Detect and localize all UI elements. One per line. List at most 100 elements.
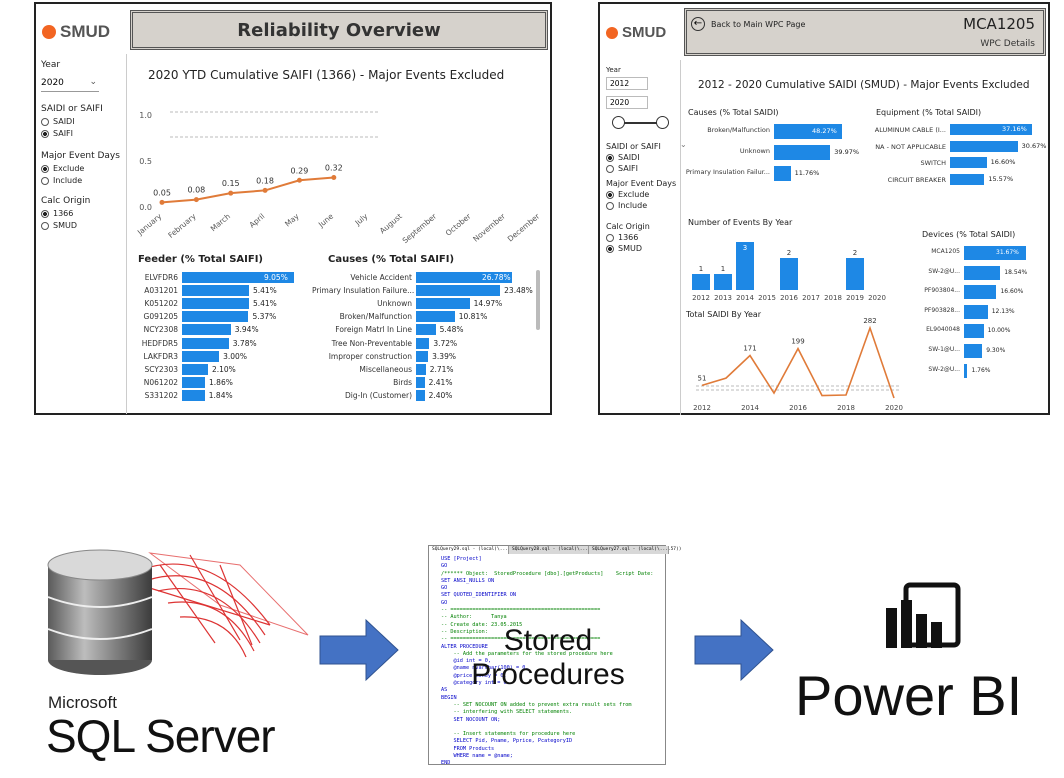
bar-label: Broken/Malfunction [707,126,770,134]
bar-label: G091205 [143,312,178,322]
slider-handle-left[interactable] [612,116,625,129]
bar-label: NA - NOT APPLICABLE [875,142,946,151]
x-tick-label: September [401,211,439,245]
smud-logo-icon [42,25,56,39]
causes-chart-title: Causes (% Total SAIFI) [328,254,455,265]
major-option-include[interactable]: Include [606,201,647,210]
data-label: 1 [721,265,725,273]
scrollbar[interactable] [536,270,540,330]
y-tick-label: 0.5 [139,157,152,166]
x-tick-label: 2017 [802,294,820,302]
data-point [296,177,302,183]
bar-label: Primary Insulation Failure... [312,286,415,296]
calc-option-smud-label: SMUD [53,221,77,230]
feeder-chart-title: Feeder (% Total SAIFI) [138,254,263,265]
x-tick-label: 2012 [692,294,710,302]
editor-tab[interactable]: SQLQuery28.sql - (local)\....60)) [509,546,601,554]
wpc-details-panel: SMUD ← Back to Main WPC Page MCA1205 WPC… [598,2,1050,415]
major-option-include-label: Include [53,176,83,185]
back-arrow-icon: ← [691,17,705,31]
x-tick-label: July [353,211,370,228]
code-line: -- interfering with SELECT statements. [441,709,573,716]
year-from-input[interactable]: 2012 [606,77,648,90]
bar-label: Foreign Matrl In Line [335,325,412,335]
data-label: 1 [699,265,703,273]
x-tick-label: April [247,212,266,230]
page-title-box: Reliability Overview [130,10,548,50]
bar-label: SWITCH [920,159,947,167]
bar [182,324,231,336]
code-line: SET QUOTED_IDENTIFIER ON [441,592,516,599]
year-from-value: 2012 [610,79,630,88]
radio-selected-icon [41,164,49,173]
code-line: GO [441,599,448,606]
metric-option-saifi[interactable]: SAIFI [41,129,73,138]
bar-label: Tree Non-Preventable [331,338,412,348]
code-line [441,724,661,731]
bar [182,298,249,310]
data-label: 23.48% [504,286,533,296]
major-option-include[interactable]: Include [41,176,82,185]
bar [416,350,429,362]
calc-option-1366[interactable]: 1366 [41,209,73,218]
radio-icon [606,164,614,173]
data-label: 2.71% [429,364,454,374]
year-dropdown[interactable]: 2020 ⌄ [41,76,99,92]
data-label: 3 [743,244,747,252]
wpc-subtitle: WPC Details [980,39,1035,49]
year-to-input[interactable]: 2020 [606,96,648,109]
code-line: AS [441,687,448,694]
bar [964,363,968,378]
major-option-exclude[interactable]: Exclude [41,164,84,173]
major-option-exclude[interactable]: Exclude [606,190,649,199]
x-tick-label: June [316,211,335,229]
series-line [701,325,895,399]
back-button[interactable]: ← Back to Main WPC Page [691,17,805,31]
metric-option-saidi[interactable]: SAIDI [606,153,640,162]
x-tick-label: 2020 [885,404,903,412]
major-option-exclude-label: Exclude [53,164,85,173]
bar [950,140,1018,152]
data-label: 3.72% [433,338,458,348]
events-year-title: Number of Events By Year [688,218,793,227]
equipment-saidi-bar-chart: ALUMINUM CABLE (I...37.16%NA - NOT APPLI… [874,124,1048,194]
stored-label-line1: Stored [503,624,593,657]
data-label: 0.05 [153,188,171,197]
x-tick-label: 2018 [837,404,855,412]
editor-tab-bar: SQLQuery29.sql - (local)\....A13)SQLQuer… [429,546,681,554]
data-label: 0.15 [222,179,240,188]
slider-handle-right[interactable] [656,116,669,129]
bar-label: Unknown [377,299,412,309]
x-tick-label: 2018 [824,294,842,302]
bar-label: EL9040048 [926,326,960,334]
code-line: @id int = 0, [441,658,491,665]
editor-tab[interactable]: SQLQuery29.sql - (local)\....A13) [429,546,521,554]
code-line: -- Author: Tanya [441,614,507,621]
chevron-down-icon[interactable]: ⌄ [680,140,687,149]
radio-icon [606,233,614,242]
device-id: MCA1205 [963,15,1035,33]
metric-option-saidi[interactable]: SAIDI [41,117,75,126]
calc-option-smud-label: SMUD [618,244,642,253]
metric-option-saifi[interactable]: SAIFI [606,164,638,173]
bar [774,145,831,160]
editor-tab[interactable]: SQLQuery27.sql - (local)\....57)) [589,546,681,554]
code-line: /****** Object: StoredProcedure [dbo].[g… [441,570,654,577]
calc-option-smud[interactable]: SMUD [606,244,642,253]
code-line: SELECT Pid, Pname, Pprice, PcategoryID [441,738,573,745]
flow-arrow-right-icon [694,618,774,682]
sql-brand-sqlserver: SQL Server [46,710,276,762]
bar-label: K051202 [144,299,178,309]
calc-option-smud[interactable]: SMUD [41,221,77,230]
calc-option-1366-label: 1366 [53,209,74,218]
code-line: -- Description: [441,628,488,635]
stored-procedures-label: Stored Procedures [429,624,667,692]
bar-label: SW-1@U... [928,346,960,353]
calc-option-1366[interactable]: 1366 [606,233,638,242]
data-label: 37.16% [1002,125,1027,133]
bar-label: NCY2308 [143,325,178,335]
bar-label: Primary Insulation Failur... [685,168,770,176]
year-range-slider[interactable] [612,115,670,131]
